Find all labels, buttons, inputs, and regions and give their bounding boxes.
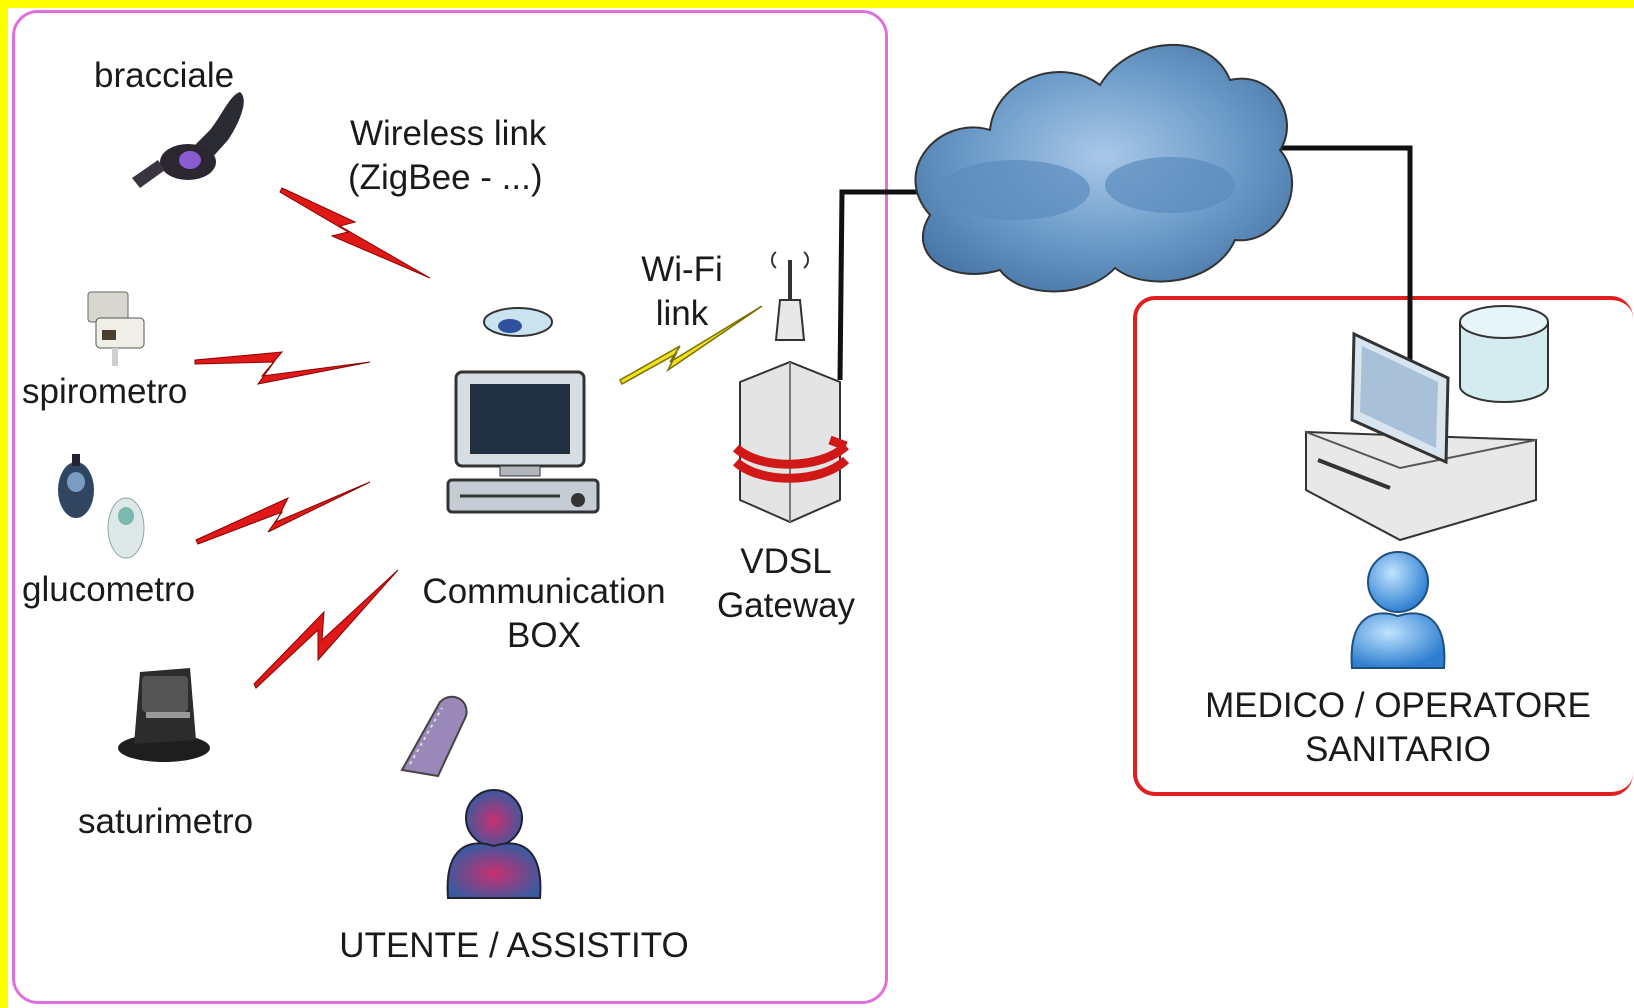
network-cables [837,145,1413,381]
label-wireless-line1: Wireless link [350,114,547,153]
bracelet-icon [132,92,244,188]
cloud-icon [914,44,1293,293]
label-utente: UTENTE / ASSISTITO [339,926,689,965]
label-wireless-line2: (ZigBee - ...) [348,158,543,197]
label-medico-line2: SANITARIO [1304,730,1492,769]
doctor-icon [1350,551,1446,669]
label-wifi-line2: link [655,294,709,333]
oximeter-icon [118,668,210,762]
wifi-bolt [619,305,763,386]
spirometer-icon [87,291,145,366]
bolt-saturimetro [253,569,399,689]
label-gateway-line2: Gateway [716,586,856,625]
doctor-cable [1280,145,1413,360]
label-wifi-line1: Wi-Fi [641,250,723,289]
label-box-line1: Communication [422,572,666,611]
bolt-spirometro [194,351,371,385]
doctor-zone [1133,296,1633,796]
phone-icon [400,695,468,778]
user-zone [12,10,888,1004]
workstation-icon [1305,331,1537,542]
gateway-icon [732,251,850,524]
label-spirometro: spirometro [22,372,188,411]
label-gateway-line1: VDSL [740,542,832,581]
bolt-bracciale [279,187,431,279]
database-icon [1459,305,1549,403]
wireless-bolts [194,187,431,689]
label-bracciale: bracciale [94,56,235,95]
glucometer-icon [58,454,145,559]
label-box-line2: BOX [507,616,581,655]
bolt-glucometro [195,481,371,545]
label-saturimetro: saturimetro [78,802,254,841]
computer-icon [446,307,600,514]
user-icon [446,789,542,899]
label-medico-line1: MEDICO / OPERATORE [1205,686,1591,725]
gateway-cable [837,189,930,381]
label-glucometro: glucometro [22,570,196,609]
